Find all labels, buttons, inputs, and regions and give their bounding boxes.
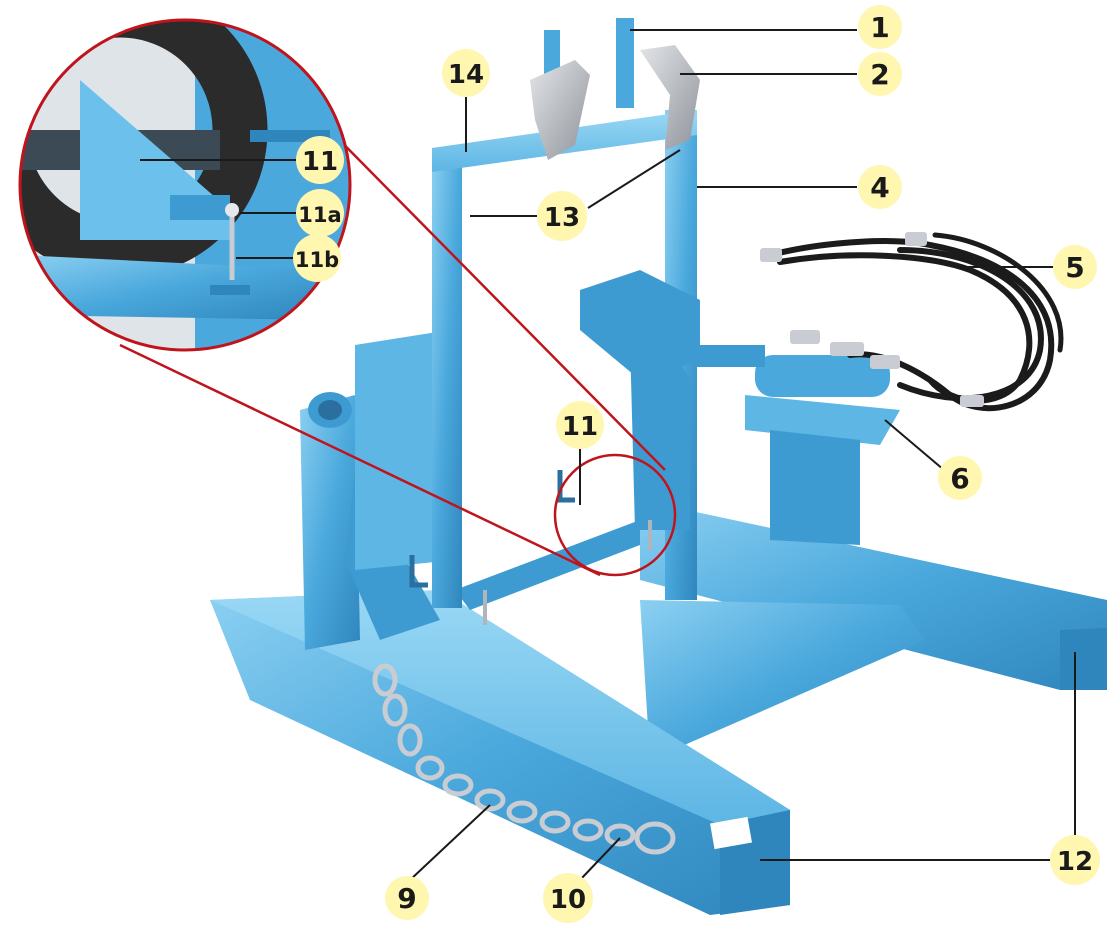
inset-bolt-head xyxy=(225,203,239,217)
callout-11-label: 11 xyxy=(562,412,598,442)
frame-sticker xyxy=(710,816,752,850)
cylinder-rod xyxy=(695,345,765,367)
inset-circle-border xyxy=(18,18,352,352)
callout-5: 5 xyxy=(1053,245,1097,289)
callout-5-label: 5 xyxy=(1065,251,1084,284)
jaw-clamp-left xyxy=(530,60,590,160)
cross-bar xyxy=(640,600,925,760)
right-rail xyxy=(640,500,1107,690)
jack-pedestal xyxy=(770,430,860,545)
frame-assembly xyxy=(210,18,1107,915)
callout-2: 2 xyxy=(858,52,902,96)
hook-slot-left xyxy=(409,555,428,588)
callout-6: 6 xyxy=(938,456,982,500)
inset-highlight-circle xyxy=(553,453,677,577)
leader-lines xyxy=(140,29,1076,881)
inset-callout-11b: 11b xyxy=(293,234,341,282)
bottom-beam xyxy=(455,520,640,610)
inset-bottom-bar xyxy=(20,255,320,320)
pivot-bearing-center xyxy=(318,400,342,420)
hose-fittings xyxy=(760,232,984,407)
callout-6-label: 6 xyxy=(950,462,969,495)
callout-12: 12 xyxy=(1050,835,1100,885)
front-rail-top xyxy=(210,590,790,825)
front-rail xyxy=(210,590,790,915)
callout-11: 11 xyxy=(556,401,604,449)
callout-4: 4 xyxy=(858,165,902,209)
hydraulic-cylinder xyxy=(755,355,890,397)
safety-chain xyxy=(372,663,676,855)
left-tower xyxy=(300,395,360,650)
leader-6 xyxy=(884,419,945,471)
callout-2-label: 2 xyxy=(870,58,889,91)
frame-left-upright xyxy=(432,148,462,608)
jack-stand xyxy=(630,330,690,530)
top-post-right xyxy=(616,18,634,108)
callout-4-label: 4 xyxy=(870,171,889,204)
inset-connector-upper xyxy=(299,99,666,471)
callout-12-label: 12 xyxy=(1057,847,1093,877)
hook-slot-right xyxy=(557,470,575,503)
inset-pin-foot xyxy=(210,285,250,295)
inset-callout-11b-label: 11b xyxy=(295,248,339,272)
callout-14: 14 xyxy=(442,49,490,97)
callout-9: 9 xyxy=(385,876,429,920)
leader-13 xyxy=(587,149,681,209)
callout-1-label: 1 xyxy=(870,11,889,44)
callout-9-label: 9 xyxy=(397,882,416,915)
leader-9 xyxy=(409,804,491,881)
detail-inset xyxy=(18,18,677,577)
left-tower-plate xyxy=(355,330,455,570)
callout-1: 1 xyxy=(858,5,902,49)
callout-13: 13 xyxy=(537,191,587,241)
inset-callout-11a: 11a xyxy=(296,189,344,237)
inset-callout-11a-label: 11a xyxy=(298,203,341,227)
right-rail-end xyxy=(1060,628,1107,690)
jaw-clamp-right xyxy=(640,45,700,150)
inset-callout-11-label: 11 xyxy=(302,147,338,177)
leader-10 xyxy=(579,837,621,881)
callout-14-label: 14 xyxy=(448,60,484,90)
inset-connector-lower xyxy=(119,343,601,577)
inset-clamp xyxy=(170,195,230,220)
inset-tire xyxy=(20,20,268,278)
callout-10-label: 10 xyxy=(550,885,586,915)
callout-10: 10 xyxy=(543,873,593,923)
callout-13-label: 13 xyxy=(544,203,580,233)
inset-callout-11: 11 xyxy=(296,136,344,184)
